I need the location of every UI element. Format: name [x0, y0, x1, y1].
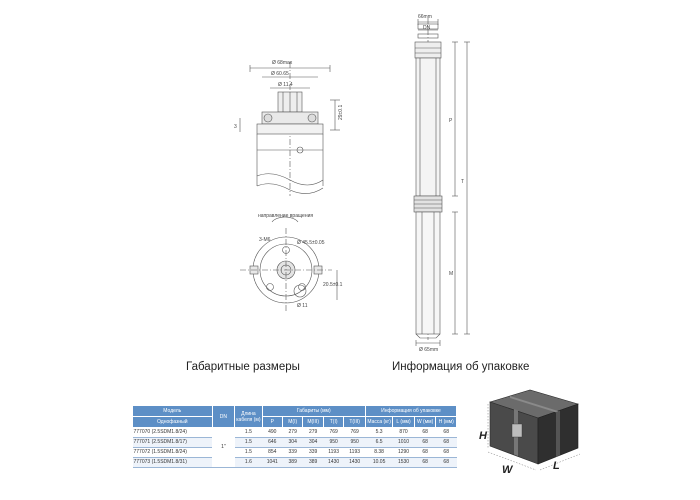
- label-pump-p: P: [449, 118, 453, 124]
- header-model: Модель: [132, 405, 213, 417]
- table-row: 777070 (2.5SDM1.8/24) 1" 1.5 490 279 279…: [132, 427, 457, 468]
- label-flange-dia: Ø 45.5±0.05: [297, 240, 325, 246]
- box-label-l: L: [553, 460, 560, 472]
- cell-cable: 1.5: [234, 447, 263, 458]
- cell-p: 854: [262, 447, 283, 458]
- cell-ti: 1430: [323, 457, 344, 468]
- header-phase: Однофазный: [132, 416, 213, 428]
- cell-ti: 950: [323, 437, 344, 448]
- cell-model: 777070 (2.5SDM1.8/24): [132, 427, 213, 438]
- subheader: W (мм): [413, 416, 437, 428]
- cell-mi: 304: [282, 437, 303, 448]
- cell-ti: 769: [323, 427, 344, 438]
- cell-l: 870: [392, 427, 415, 438]
- cell-miii: 279: [302, 427, 324, 438]
- cell-l: 1530: [392, 457, 415, 468]
- label-small-dia: Ø 11: [297, 303, 308, 309]
- label-outlet-size: 66mm: [418, 14, 432, 20]
- subheader: Масса (кг): [364, 416, 394, 428]
- box-label-h: H: [479, 430, 487, 442]
- pump-elevation: [413, 18, 470, 346]
- subheader: M(I): [281, 416, 304, 428]
- cell-tiii: 1430: [343, 457, 366, 468]
- label-top-dia-max: Ø 68max: [272, 60, 293, 66]
- cell-mass: 6.5: [365, 437, 393, 448]
- cell-p: 1041: [262, 457, 283, 468]
- label-top-dia-thread: Ø 60.65: [271, 71, 289, 77]
- header-packaging: Информация об упаковке: [364, 405, 458, 417]
- label-bolts: 3-M6: [259, 237, 271, 243]
- table-row: 777071 (2.5SDM1.8/17) 1.5 646 304 304 95…: [132, 437, 457, 448]
- technical-drawings: Ø 68max Ø 60.65 Ø 11.4 3 29±0.1 направле…: [234, 14, 470, 353]
- label-side-dim: 20.5±0.1: [323, 282, 343, 288]
- cell-w: 68: [414, 427, 436, 438]
- header-dn: DN: [211, 405, 236, 428]
- label-pump-m: M: [449, 271, 453, 277]
- cell-h: 68: [435, 447, 457, 458]
- flange-bottom-view: [240, 216, 338, 312]
- cell-dn: 1": [212, 427, 235, 468]
- cell-p: 646: [262, 437, 283, 448]
- cell-h: 68: [435, 427, 457, 438]
- cell-h: 68: [435, 437, 457, 448]
- cell-model: 777072 (1.5SDM1.8/24): [132, 447, 213, 458]
- cell-w: 68: [414, 457, 436, 468]
- cell-tiii: 769: [343, 427, 366, 438]
- cell-mass: 8.38: [365, 447, 393, 458]
- box-label-w: W: [502, 464, 513, 476]
- cell-ti: 1193: [323, 447, 344, 458]
- subheader: L (мм): [392, 416, 415, 428]
- label-outlet-dn: DN: [423, 25, 431, 31]
- cell-tiii: 1193: [343, 447, 366, 458]
- header-dimensions: Габариты (мм): [261, 405, 366, 417]
- cell-l: 1290: [392, 447, 415, 458]
- spec-table: Модель DN Длина кабеля (м) Габариты (мм)…: [132, 405, 458, 468]
- subheader: H (мм): [435, 416, 457, 428]
- cell-mass: 10.05: [365, 457, 393, 468]
- package-box-illustration: [478, 388, 588, 480]
- label-dim-3: 3: [234, 124, 237, 130]
- label-pump-bottom: Ø 65mm: [419, 347, 438, 353]
- cell-w: 68: [414, 437, 436, 448]
- label-pump-t: T: [461, 179, 464, 185]
- header-cable: Длина кабеля (м): [234, 405, 263, 428]
- cell-mass: 5.3: [365, 427, 393, 438]
- cell-mi: 339: [282, 447, 303, 458]
- cell-h: 68: [435, 457, 457, 468]
- cell-miii: 389: [302, 457, 324, 468]
- cell-cable: 1.6: [234, 457, 263, 468]
- subheader: M(III): [302, 416, 324, 428]
- heading-dimensions: Габаритные размеры: [186, 361, 300, 373]
- cell-l: 1010: [392, 437, 415, 448]
- subheader: T(III): [343, 416, 366, 428]
- cell-miii: 304: [302, 437, 324, 448]
- motor-side-view: [239, 62, 340, 196]
- cell-cable: 1.5: [234, 437, 263, 448]
- cell-model: 777073 (1.5SDM1.8/31): [132, 457, 213, 468]
- package-box-icon: [487, 389, 581, 471]
- cell-model: 777071 (2.5SDM1.8/17): [132, 437, 213, 448]
- subheader: T(I): [322, 416, 345, 428]
- subheader: P: [261, 416, 283, 428]
- cell-tiii: 950: [343, 437, 366, 448]
- cell-w: 68: [414, 447, 436, 458]
- label-top-dia-inner: Ø 11.4: [278, 82, 293, 88]
- table-row: 777072 (1.5SDM1.8/24) 1.5 854 339 339 11…: [132, 447, 457, 458]
- label-rotation: направление вращения: [258, 213, 313, 219]
- cell-p: 490: [262, 427, 283, 438]
- cell-miii: 339: [302, 447, 324, 458]
- drawing-canvas: Ø 68max Ø 60.65 Ø 11.4 3 29±0.1 направле…: [234, 14, 470, 353]
- table-row: 777073 (1.5SDM1.8/31) 1.6 1041 389 389 1…: [132, 457, 457, 468]
- cell-mi: 279: [282, 427, 303, 438]
- label-dim-height: 29±0.1: [338, 105, 344, 120]
- cell-cable: 1.5: [234, 427, 263, 438]
- heading-packaging: Информация об упаковке: [392, 361, 530, 373]
- cell-mi: 389: [282, 457, 303, 468]
